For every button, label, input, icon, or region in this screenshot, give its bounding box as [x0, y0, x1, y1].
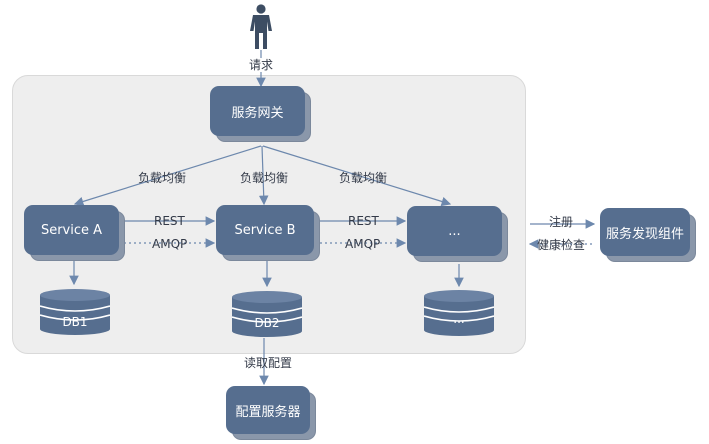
gateway-node[interactable]: 服务网关	[210, 86, 305, 136]
db1-cylinder: DB1	[39, 289, 111, 335]
db1-label: DB1	[62, 315, 88, 329]
db3-label: ...	[453, 312, 465, 326]
rest-label-bc: REST	[348, 214, 379, 228]
arrow-lb-b	[258, 145, 269, 206]
arrow-lb-a	[73, 145, 262, 207]
config-server-node[interactable]: 配置服务器	[226, 386, 310, 434]
load-balance-label-c: 负载均衡	[339, 171, 388, 185]
register-label: 注册	[549, 215, 574, 229]
request-label: 请求	[246, 58, 276, 72]
rest-label-ab: REST	[154, 214, 185, 228]
service-a-node[interactable]: Service A	[24, 205, 119, 255]
amqp-label-bc: AMQP	[345, 237, 381, 251]
load-balance-label-a: 负载均衡	[138, 171, 187, 185]
read-config-label: 读取配置	[244, 356, 293, 370]
service-more-node[interactable]: ...	[407, 206, 502, 256]
db2-cylinder: DB2	[231, 291, 303, 337]
load-balance-label-b: 负载均衡	[240, 171, 289, 185]
arrow-lb-c	[262, 145, 452, 207]
discovery-node[interactable]: 服务发现组件	[600, 208, 690, 256]
user-person-icon	[250, 4, 272, 49]
db3-cylinder: ...	[423, 290, 495, 336]
db2-label: DB2	[254, 316, 280, 330]
amqp-label-ab: AMQP	[152, 237, 188, 251]
service-b-node[interactable]: Service B	[216, 205, 314, 255]
health-check-label: 健康检查	[537, 238, 586, 252]
